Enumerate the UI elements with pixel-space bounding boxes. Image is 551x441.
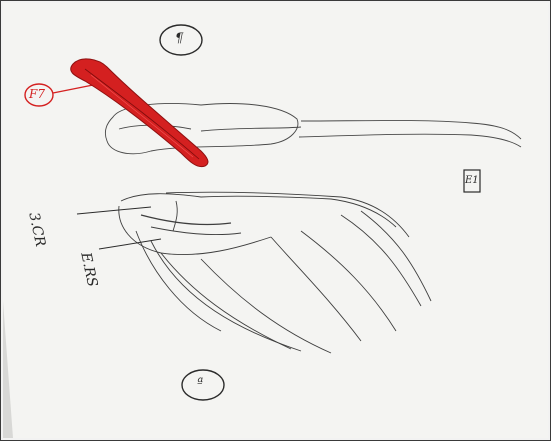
side-box-label: E1 [465,175,479,186]
top-circle-label: ¶ [175,31,183,46]
bottom-circle-label: ª [197,376,203,391]
red-circle-label: F7 [29,87,45,101]
